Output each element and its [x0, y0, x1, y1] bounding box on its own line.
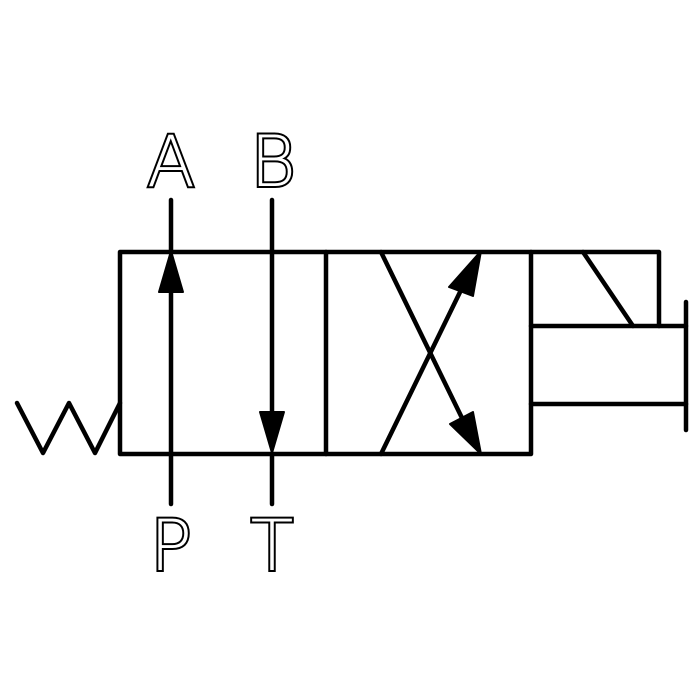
- port-label-b: B: [250, 121, 296, 203]
- flow-line-cross-up: [378, 285, 465, 457]
- solenoid-coil-diagonal: [580, 249, 636, 329]
- port-labels: A B P T: [145, 119, 298, 589]
- port-lines: [168, 197, 275, 507]
- port-label-t: T: [251, 505, 294, 587]
- valve-body: [117, 249, 534, 457]
- solenoid-coil-box: [528, 249, 662, 329]
- port-label-a: A: [147, 121, 195, 203]
- spring-actuator: [14, 400, 123, 456]
- arrow-diagonal-down-icon: [449, 411, 482, 455]
- solenoid-actuator: [528, 249, 689, 433]
- arrow-down-icon: [259, 411, 285, 454]
- envelope-crossed: [378, 249, 482, 457]
- port-label-p: P: [150, 505, 192, 587]
- flow-line-cross-down: [378, 249, 465, 421]
- arrow-diagonal-up-icon: [448, 250, 482, 297]
- spring-icon: [14, 400, 123, 456]
- arrow-up-icon: [158, 250, 184, 293]
- envelope-straight: [158, 249, 285, 457]
